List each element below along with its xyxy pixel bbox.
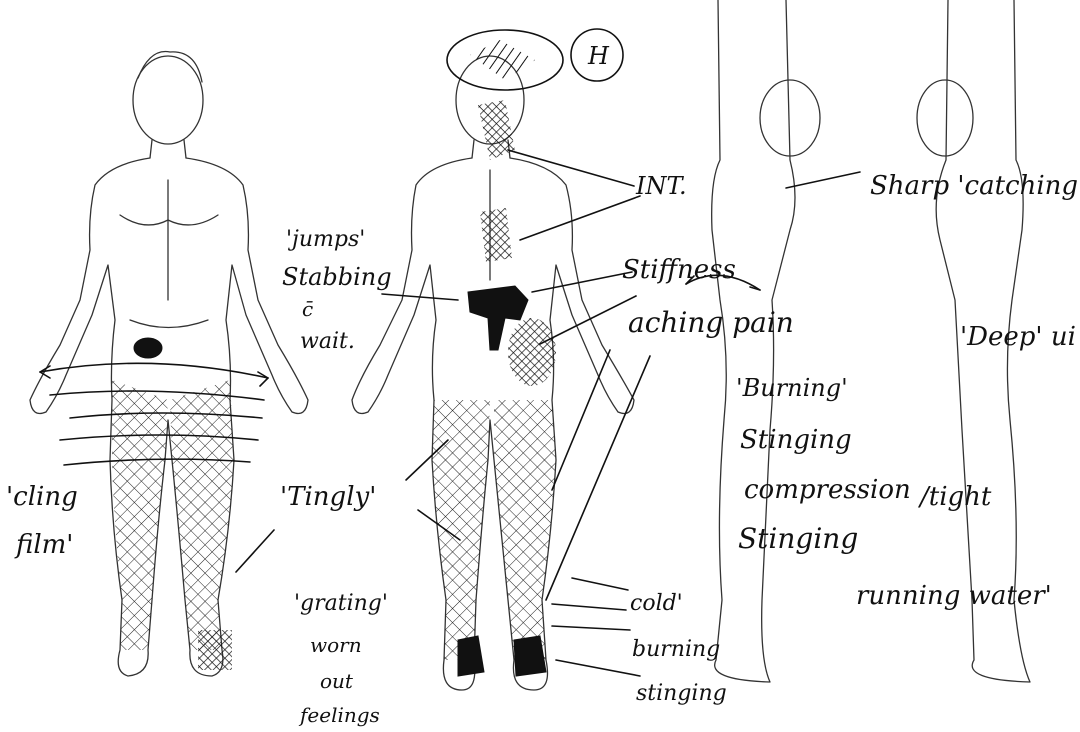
label-worn-2: out	[320, 669, 354, 693]
label-stiffness: Stiffness	[622, 255, 736, 285]
figure-back: H	[352, 29, 634, 690]
label-cold: cold'	[630, 591, 683, 616]
label-worn-1: worn	[310, 633, 362, 657]
label-stinging2: Stinging	[738, 522, 858, 555]
h-label: H	[587, 42, 610, 70]
label-running-water: running water'	[856, 581, 1052, 611]
label-wait: wait.	[300, 329, 355, 354]
label-jumps: 'jumps'	[286, 227, 365, 252]
label-deep: 'Deep' ui	[960, 322, 1076, 352]
label-clingfilm-2: film'	[14, 530, 73, 560]
label-clingfilm-1: 'cling	[6, 482, 78, 512]
label-stinging3: stinging	[636, 681, 727, 706]
label-aching: aching pain	[628, 306, 794, 339]
label-burning2: burning	[632, 637, 720, 662]
label-tingling: 'Tingly'	[280, 482, 376, 512]
label-grating: 'grating'	[294, 591, 388, 616]
label-burning: 'Burning'	[736, 374, 848, 402]
label-sharp: Sharp 'catching'	[870, 171, 1080, 201]
label-int: INT.	[635, 172, 687, 200]
figure-side-right	[712, 0, 820, 682]
label-stinging: Stinging	[740, 425, 852, 455]
label-compression: compression	[744, 475, 911, 505]
label-stabbing: Stabbing	[282, 263, 392, 291]
label-worn-3: feelings	[298, 703, 380, 727]
label-c: c̄	[302, 297, 313, 321]
figure-front	[30, 52, 308, 676]
label-tight: /tight	[917, 482, 992, 512]
